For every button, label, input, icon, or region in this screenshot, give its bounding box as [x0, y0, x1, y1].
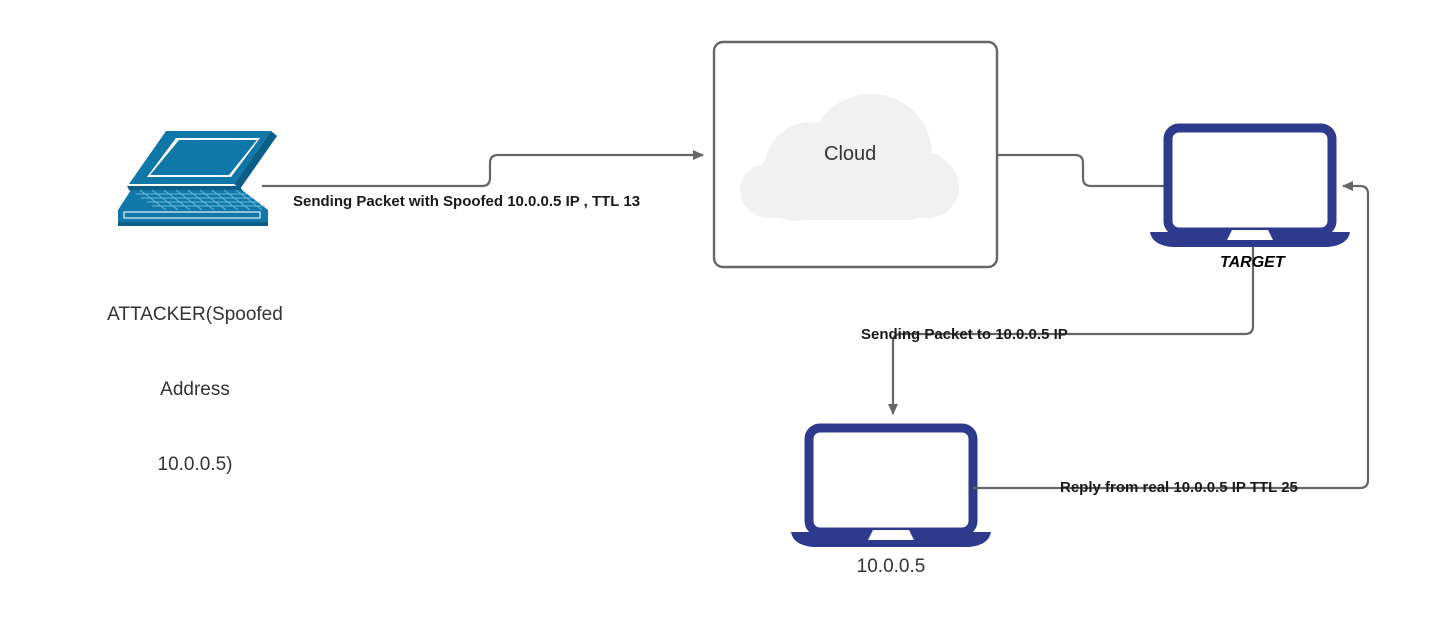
connector-victim-to-target: [973, 181, 1370, 490]
attacker-label-line-3: 10.0.0.5): [157, 454, 233, 475]
cloud-label: Cloud: [824, 143, 877, 165]
laptop-front-icon-victim: [791, 423, 991, 547]
attacker-label-line-2: Address: [160, 379, 230, 400]
connector-target-to-victim: [888, 247, 1255, 415]
victim-label: 10.0.0.5: [856, 556, 926, 577]
attacker-label: ATTACKER(Spoofed Address 10.0.0.5): [75, 252, 315, 527]
connector-label-attacker-to-cloud: Sending Packet with Spoofed 10.0.0.5 IP …: [293, 193, 641, 210]
laptop-front-icon-target: [1150, 123, 1350, 247]
connector-cloud-to-target: [997, 153, 1168, 188]
laptop-isometric-icon: [118, 130, 277, 226]
attacker-label-line-1: ATTACKER(Spoofed: [107, 304, 283, 325]
target-label: TARGET: [1220, 254, 1285, 271]
cloud-icon: [740, 94, 959, 221]
connector-attacker-to-cloud: [262, 150, 704, 188]
connector-label-victim-to-target: Reply from real 10.0.0.5 IP TTL 25: [1060, 479, 1298, 496]
connector-label-target-to-victim: Sending Packet to 10.0.0.5 IP: [861, 326, 1068, 343]
